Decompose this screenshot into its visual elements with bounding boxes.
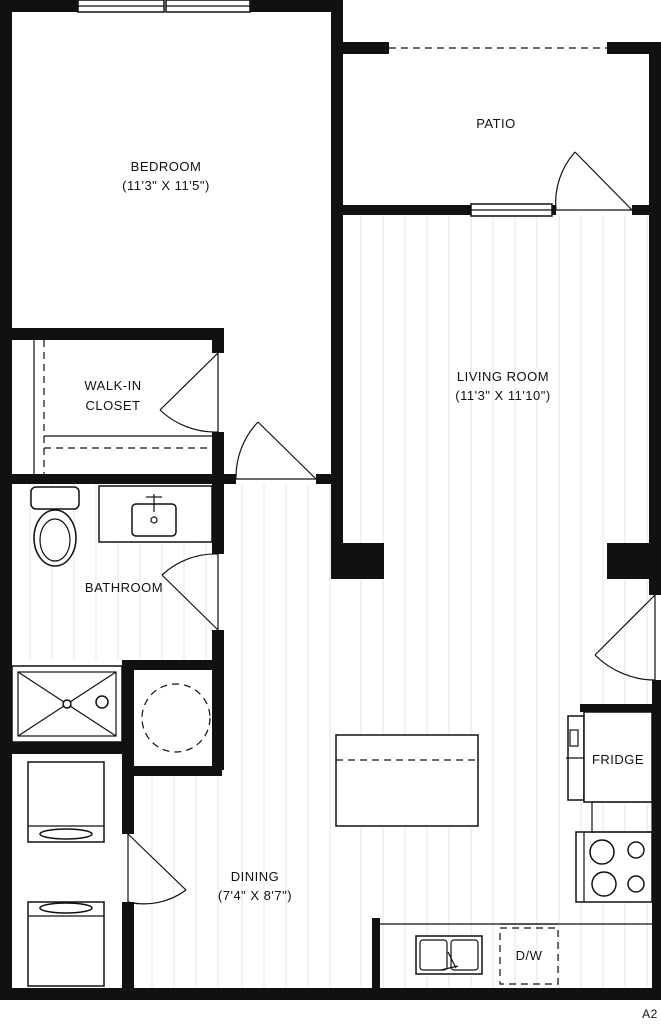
kitchen-island: [335, 734, 479, 827]
bathroom-label: BATHROOM: [85, 580, 163, 595]
kitchen-fixtures: [335, 711, 653, 985]
labels: BEDROOM (11'3" X 11'5") PATIO LIVING ROO…: [84, 116, 657, 1021]
patio-label: PATIO: [476, 116, 516, 131]
walls: [0, 0, 661, 1000]
living-room-label: LIVING ROOM: [457, 369, 549, 384]
closet-shelves: [33, 340, 212, 474]
laundry-fixtures: [27, 683, 211, 987]
bedroom-label: BEDROOM: [131, 159, 202, 174]
unit-code: A2: [642, 1007, 658, 1021]
closet-label-1: WALK-IN: [84, 378, 141, 393]
doors: [127, 151, 656, 905]
dishwasher: [499, 927, 559, 985]
dining-label: DINING: [231, 869, 280, 884]
windows: [77, 0, 607, 217]
closet-label-2: CLOSET: [85, 398, 140, 413]
dishwasher-label: D/W: [516, 948, 543, 963]
living-room-dims: (11'3" X 11'10"): [455, 388, 550, 403]
dining-dims: (7'4" X 8'7"): [218, 888, 292, 903]
bathroom-fixtures: [11, 485, 213, 743]
fridge-label: FRIDGE: [592, 752, 644, 767]
bedroom-dims: (11'3" X 11'5"): [122, 178, 210, 193]
